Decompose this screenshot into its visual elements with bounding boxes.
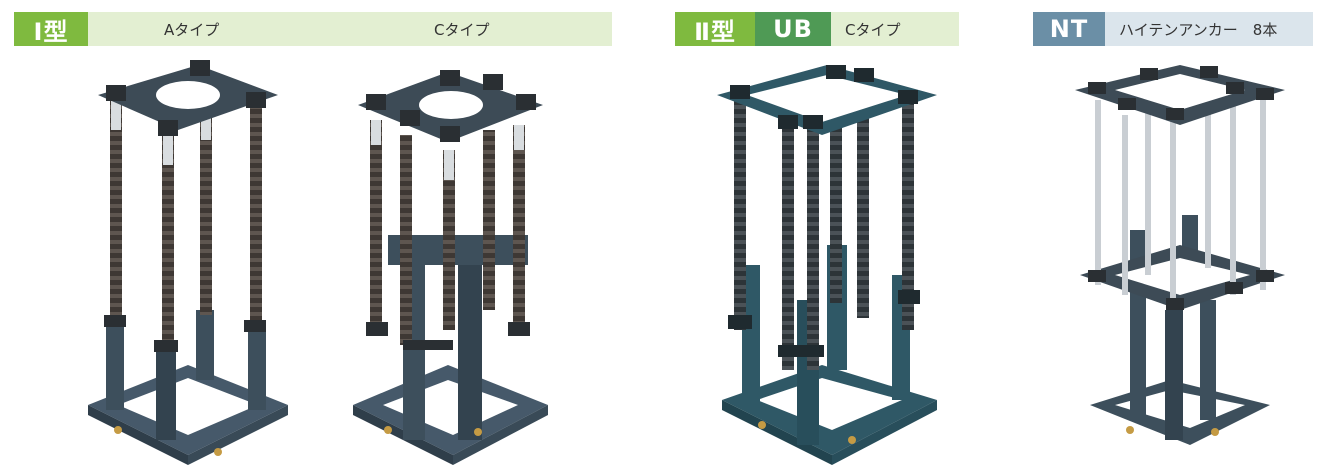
type-ii-tag: Ⅱ型 [675,12,755,46]
c-type-label: Cタイプ [434,20,490,39]
nt-tag: NT [1033,12,1105,46]
section-type-i-header: Ⅰ型 Aタイプ Cタイプ [14,12,612,46]
ub-c-type-label: Cタイプ [831,12,959,46]
type-i-tag: Ⅰ型 [14,12,88,46]
anchor-frame-c-type [348,60,553,465]
type-i-band: Aタイプ Cタイプ [88,12,612,46]
section-type-ii-header: Ⅱ型 UB Cタイプ [675,12,959,46]
hitension-anchor-label: ハイテンアンカー 8本 [1105,12,1313,46]
section-nt-header: NT ハイテンアンカー 8本 [1033,12,1313,46]
a-type-label: Aタイプ [164,20,220,39]
anchor-frame-c-type-illustration [353,70,548,465]
anchor-frame-nt-hitension [1070,60,1290,465]
anchor-frame-nt-hitension-illustration [1075,65,1285,445]
anchor-frame-ub-c-type [712,60,947,465]
anchor-frame-a-type-illustration [88,60,288,465]
anchor-frame-a-type [78,60,298,465]
anchor-frame-ub-c-type-illustration [717,65,937,465]
ub-tag: UB [755,12,831,46]
